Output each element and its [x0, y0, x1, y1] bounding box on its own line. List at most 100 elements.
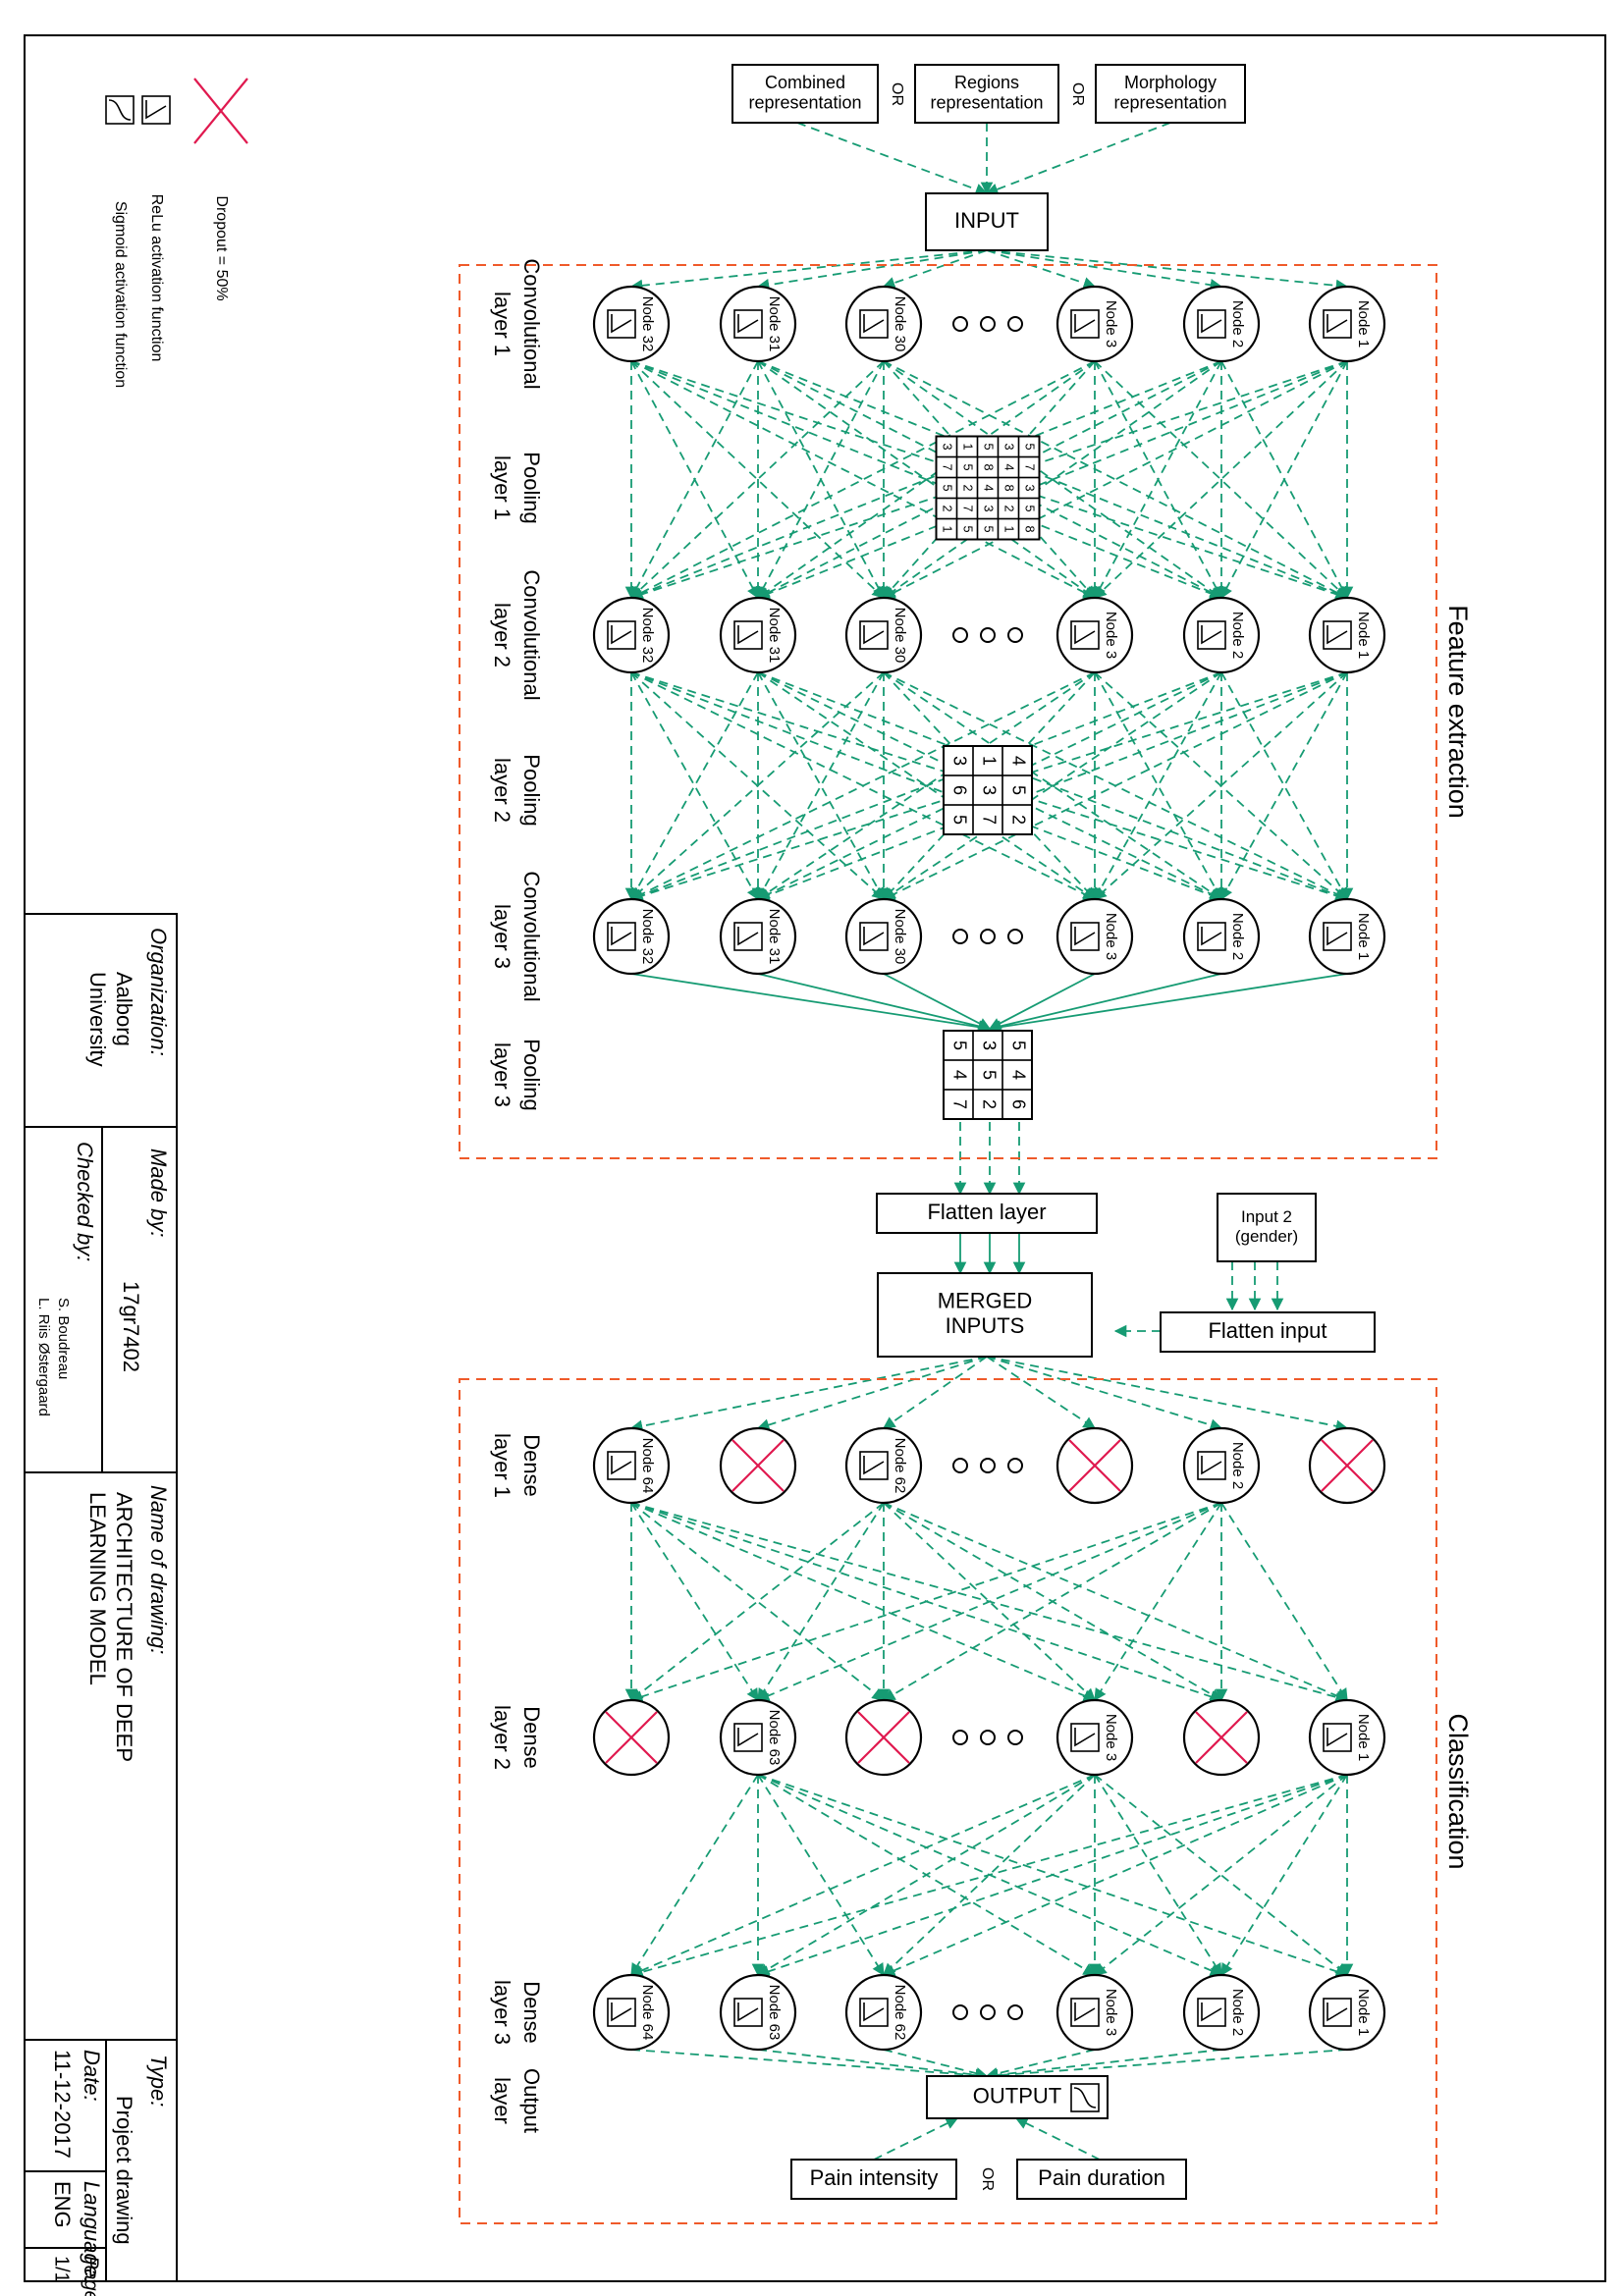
node-label: Node 30: [892, 909, 908, 965]
node-circle: [844, 596, 923, 674]
relu-icon: [1323, 1998, 1352, 2027]
node-circle: [719, 596, 797, 674]
morphology-representation-box-frame: [1095, 64, 1246, 124]
pool-grid-value: 7: [979, 815, 999, 825]
connection-line: [757, 360, 1097, 599]
node-label: Node 2: [1229, 1442, 1246, 1489]
node-circle: [1308, 285, 1386, 363]
pool-grid-value: 1: [1002, 525, 1016, 532]
node: Node 1: [1308, 1973, 1386, 2052]
node: [952, 2004, 1023, 2020]
relu-curve: [737, 2002, 759, 2022]
node: [1056, 1426, 1134, 1505]
ellipsis-dot: [1007, 316, 1023, 332]
relu-icon: [1197, 922, 1226, 951]
node: Node 2: [1182, 1973, 1261, 2052]
connection-line: [883, 360, 1349, 599]
connection-line: [630, 973, 992, 1034]
node-circle: [1182, 1426, 1261, 1505]
connection-line: [630, 1502, 1349, 1704]
node-circle: [719, 897, 797, 976]
pool-grid-value: 2: [1002, 505, 1016, 511]
relu-icon: [1197, 1451, 1226, 1480]
date-value: 11-12-2017: [50, 2050, 75, 2159]
layer-label: layer 2: [490, 603, 514, 667]
language-value: ENG: [50, 2181, 75, 2228]
layer-label: Convolutional: [519, 871, 544, 1001]
ellipsis-dot: [952, 1458, 968, 1473]
relu-curve: [1201, 927, 1222, 946]
organization-value: University: [85, 972, 110, 1067]
connection-line: [882, 360, 1348, 599]
connections: [624, 122, 1354, 2161]
node-circle: [844, 285, 923, 363]
connection-line: [882, 671, 1222, 900]
connection-line: [1220, 1774, 1348, 1977]
pool-grid-value: 6: [1008, 1099, 1028, 1109]
connection-line: [630, 1502, 1223, 1703]
node: [592, 1698, 671, 1777]
layer-label: Dense: [519, 1434, 544, 1497]
connection-line: [986, 249, 1223, 292]
relu-curve: [1201, 314, 1222, 334]
node: [1182, 1698, 1261, 1777]
relu-icon: [859, 1998, 889, 2027]
connection-line: [629, 1774, 1096, 1977]
sigmoid-curve: [1073, 2087, 1097, 2109]
layer-label: layer 2: [490, 1705, 514, 1770]
pool-grid-value: 5: [1008, 1041, 1028, 1050]
node-circle: [1182, 1973, 1261, 2052]
node-label: Node 32: [639, 909, 656, 965]
node-circle: [1308, 897, 1386, 976]
connection-line: [630, 1502, 885, 1701]
layer-label: layer 3: [490, 1042, 514, 1107]
pool-grid-value: 5: [961, 463, 975, 470]
node: Node 31: [719, 596, 797, 674]
connection-line: [1094, 1502, 1222, 1702]
node-circle: [1182, 897, 1261, 976]
layer-label: layer 3: [490, 1980, 514, 2045]
flatten-layer-box: Flatten layer: [876, 1193, 1098, 1234]
pool-grid-value: 5: [1023, 505, 1037, 511]
connection-line: [629, 360, 1096, 599]
node-circle: [844, 1426, 923, 1505]
pool-grid-cell: [943, 804, 974, 835]
connection-line: [756, 671, 1096, 900]
layer-label: layer 1: [490, 292, 514, 356]
or-label: OR: [1069, 82, 1086, 106]
node: [952, 929, 1023, 944]
combined-representation-box-text: Combined: [765, 73, 845, 92]
layer-label: Pooling: [519, 1039, 544, 1110]
connection-line: [986, 1356, 1349, 1432]
node-circle: [1056, 1698, 1134, 1777]
node-label: Node 62: [892, 1438, 908, 1494]
connection-line: [630, 360, 1223, 600]
pool-grid-cell: [935, 517, 958, 541]
relu-icon: [859, 620, 889, 650]
node-label: Node 3: [1103, 612, 1119, 659]
node-label: Node 1: [1355, 1714, 1372, 1761]
connection-line: [1094, 360, 1222, 600]
flatten-layer-box-frame: [876, 1193, 1098, 1234]
node-circle: [592, 1426, 671, 1505]
connection-line: [1014, 2117, 1101, 2161]
connection-line: [882, 1774, 1348, 1977]
node: Node 62: [844, 1426, 923, 1505]
connection-line: [756, 360, 1222, 599]
connection-line: [630, 1502, 759, 1702]
merged-inputs-box-text: INPUTS: [946, 1313, 1025, 1338]
pool-grid-value: 4: [1002, 463, 1016, 470]
pool-grid-value: 3: [1023, 484, 1037, 491]
ellipsis-dot: [980, 1730, 996, 1745]
connection-line: [986, 249, 1097, 290]
node-circle: [1308, 1973, 1386, 2052]
connection-line: [883, 360, 1096, 599]
connection-line: [630, 360, 759, 600]
dropout-legend-icon: [193, 78, 248, 144]
made-by-label: Made by:: [146, 1148, 171, 1238]
pool-grid-value: 3: [941, 443, 954, 450]
sigmoid-icon: [105, 95, 135, 125]
node-circle: [1056, 285, 1134, 363]
pool-grid-value: 3: [979, 1041, 999, 1050]
